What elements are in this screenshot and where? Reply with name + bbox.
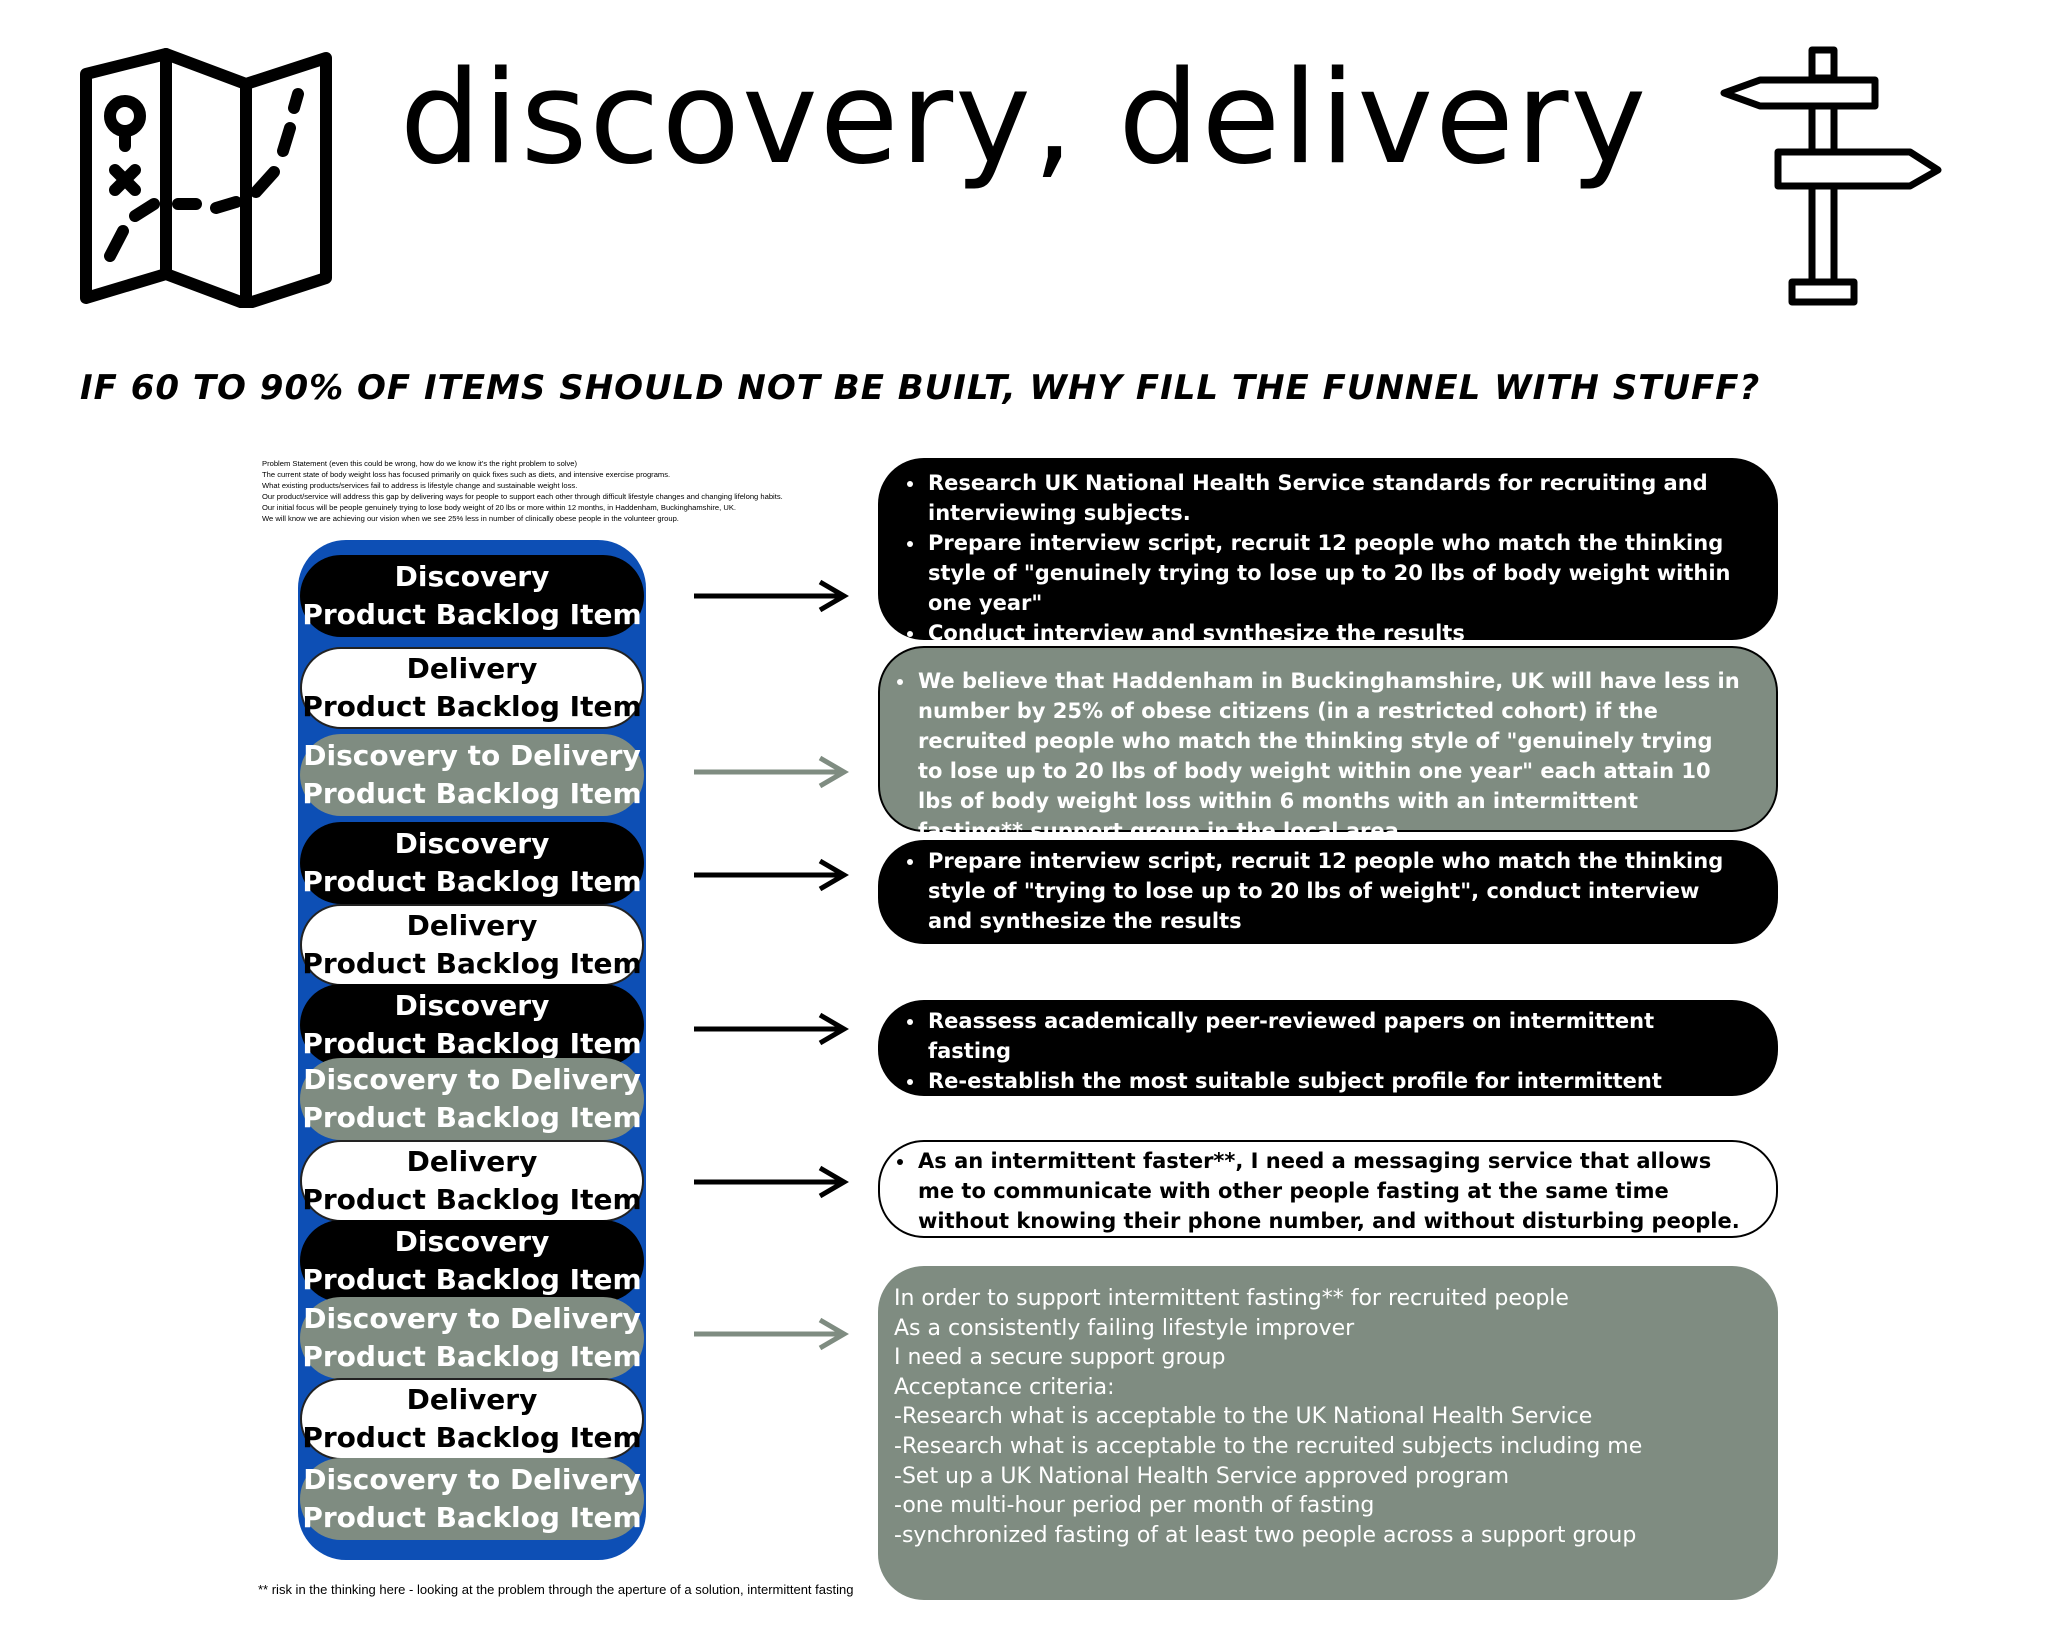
detail-box: Prepare interview script, recruit 12 peo… [878,840,1778,944]
detail-line: In order to support intermittent fasting… [894,1286,1569,1311]
signpost-icon [1720,46,1942,306]
backlog-item-type: Discovery to Delivery [303,1463,641,1496]
detail-bullet: Research UK National Health Service stan… [926,468,1744,528]
backlog-item-type: Discovery [394,989,550,1022]
backlog-item-label: Product Backlog Item [302,1027,642,1060]
backlog-item-label: Product Backlog Item [302,947,642,980]
backlog-item-delivery: Delivery Product Backlog Item [300,1140,644,1222]
detail-box: Reassess academically peer-reviewed pape… [878,1000,1778,1123]
detail-line: -one multi-hour period per month of fast… [894,1493,1375,1519]
problem-line: What existing products/services fail to … [262,481,578,490]
detail-line: As a consistently failing lifestyle impr… [894,1315,1355,1341]
backlog-item-type: Delivery [406,1145,538,1178]
backlog-item-type: Delivery [406,909,538,942]
detail-box-user-story: In order to support intermittent fasting… [878,1266,1778,1600]
page-title: discovery, delivery [399,44,1649,193]
backlog-item-label: Product Backlog Item [302,598,642,631]
backlog-item-type: Discovery [394,1225,550,1258]
backlog-item-label: Product Backlog Item [302,1421,642,1454]
detail-bullet: Prepare interview script, recruit 12 peo… [926,846,1744,936]
detail-bullet: Reassess academically peer-reviewed pape… [926,1006,1744,1066]
arrow-right-icon [694,858,849,892]
backlog-item-label: Product Backlog Item [302,777,642,810]
backlog-item-type: Discovery [394,827,550,860]
detail-line: -synchronized fasting of at least two pe… [894,1522,1637,1548]
backlog-item-type: Delivery [406,652,538,685]
backlog-item-discovery: Discovery Product Backlog Item [300,822,644,904]
detail-line: -Research what is acceptable to the recr… [894,1433,1643,1459]
backlog-item-label: Product Backlog Item [302,1101,642,1134]
backlog-item-discovery-to-delivery: Discovery to Delivery Product Backlog It… [300,1058,644,1140]
problem-line: We will know we are achieving our vision… [262,514,679,523]
detail-line: -Research what is acceptable to the UK N… [894,1404,1593,1430]
backlog-item-type: Discovery to Delivery [303,1063,641,1096]
backlog-item-discovery-to-delivery: Discovery to Delivery Product Backlog It… [300,1458,644,1540]
detail-line: I need a secure support group [894,1345,1226,1371]
arrow-right-icon [694,1317,849,1351]
detail-box: As an intermittent faster**, I need a me… [878,1140,1778,1238]
backlog-item-type: Discovery to Delivery [303,739,641,772]
backlog-item-type: Discovery to Delivery [303,1302,641,1335]
detail-bullet: As an intermittent faster**, I need a me… [916,1146,1742,1236]
problem-statement: Problem Statement (even this could be wr… [262,458,882,524]
footnote: ** risk in the thinking here - looking a… [258,1582,854,1597]
detail-bullet: Conduct interview and synthesize the res… [926,618,1744,648]
map-icon [80,48,332,308]
problem-line: The current state of body weight loss ha… [262,470,671,479]
backlog-item-delivery: Delivery Product Backlog Item [300,904,644,986]
detail-bullet: Prepare interview script, recruit 12 peo… [926,528,1744,618]
problem-line: Problem Statement (even this could be wr… [262,459,578,468]
backlog-item-discovery: Discovery Product Backlog Item [300,555,644,637]
backlog-item-label: Product Backlog Item [302,690,642,723]
backlog-item-discovery: Discovery Product Backlog Item [300,984,644,1066]
backlog-item-discovery: Discovery Product Backlog Item [300,1220,644,1302]
backlog-item-label: Product Backlog Item [302,1263,642,1296]
detail-bullet: Re-establish the most suitable subject p… [926,1066,1744,1126]
backlog-item-label: Product Backlog Item [302,1340,642,1373]
backlog-item-discovery-to-delivery: Discovery to Delivery Product Backlog It… [300,1297,644,1379]
backlog-item-label: Product Backlog Item [302,1183,642,1216]
detail-box: Research UK National Health Service stan… [878,458,1778,645]
backlog-item-delivery: Delivery Product Backlog Item [300,647,644,729]
subtitle: IF 60 TO 90% OF ITEMS SHOULD NOT BE BUIL… [80,368,1761,408]
backlog-item-type: Discovery [394,560,550,593]
detail-box: We believe that Haddenham in Buckinghams… [878,646,1778,843]
problem-line: Our product/service will address this ga… [262,492,783,501]
backlog-item-type: Delivery [406,1383,538,1416]
arrow-right-icon [694,1012,849,1046]
arrow-right-icon [694,579,849,613]
detail-line: -Set up a UK National Health Service app… [894,1463,1510,1489]
detail-bullet: We believe that Haddenham in Buckinghams… [916,666,1742,846]
backlog-item-label: Product Backlog Item [302,865,642,898]
backlog-item-discovery-to-delivery: Discovery to Delivery Product Backlog It… [300,734,644,816]
problem-line: Our initial focus will be people genuine… [262,503,737,512]
arrow-right-icon [694,1165,849,1199]
backlog-item-delivery: Delivery Product Backlog Item [300,1378,644,1460]
detail-line: Acceptance criteria: [894,1374,1115,1400]
backlog-item-label: Product Backlog Item [302,1501,642,1534]
arrow-right-icon [694,755,849,789]
